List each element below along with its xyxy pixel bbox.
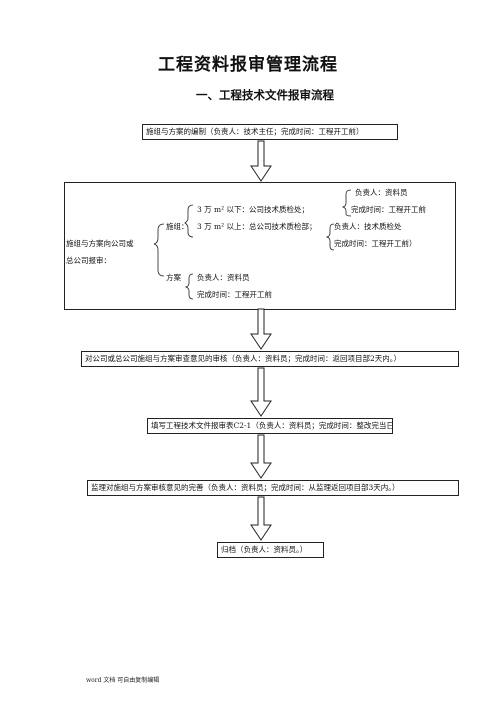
step-compile-text: 施组与方案的编制（负责人：技术主任；完成时间：工程开工前） — [146, 127, 364, 136]
step-supervision-text: 监理对施组与方案审核意见的完善（负责人：资料员；完成时间：从监理返回项目部3天内… — [91, 483, 400, 492]
under-brace — [341, 189, 352, 217]
fangan-brace — [184, 273, 194, 300]
root-brace — [153, 223, 165, 277]
down-arrow-1 — [250, 140, 272, 182]
fangan-label: 方案 — [166, 273, 181, 282]
over-brace — [325, 223, 335, 251]
step-form-text: 填写工程技术文件报审表C2-1（负责人：资料员；完成时间：整改完当日。） — [151, 421, 393, 430]
section-subtitle: 一、工程技术文件报审流程 — [196, 88, 334, 102]
shizu-brace — [184, 204, 194, 238]
fangan-person: 负责人：资料员 — [197, 273, 250, 282]
step-archive-box: 归档（负责人：资料员。） — [217, 542, 324, 558]
step-archive-text: 归档（负责人：资料员。） — [221, 545, 308, 554]
footer-note: word 文档 可自由复制编辑 — [86, 677, 160, 684]
under-person: 负责人：资料员 — [355, 188, 408, 197]
page-title: 工程资料报审管理流程 — [158, 55, 338, 75]
fangan-time: 完成时间：工程开工前 — [197, 290, 272, 299]
root-label-2: 总公司报审： — [66, 256, 111, 265]
under-time: 完成时间：工程开工前 — [351, 205, 426, 214]
shizu-label: 施组： — [166, 222, 189, 231]
under-30k-label: 3 万 m² 以下：公司技术质检处； — [197, 205, 310, 214]
over-time: 完成时间：工程开工前） — [334, 239, 417, 248]
step-compile-box: 施组与方案的编制（负责人：技术主任；完成时间：工程开工前） — [142, 124, 398, 140]
over-30k-label: 3 万 m² 以上：总公司技术质检部； — [197, 222, 317, 231]
down-arrow-2 — [250, 308, 272, 350]
step-review-text: 对公司或总公司施组与方案审查意见的审核（负责人：资料员；完成时间：返回项目部2天… — [85, 354, 402, 363]
over-person: 负责人：技术质检处 — [334, 222, 402, 231]
down-arrow-4 — [250, 434, 272, 479]
step-form-box: 填写工程技术文件报审表C2-1（负责人：资料员；完成时间：整改完当日。） — [147, 418, 393, 434]
step-review-box: 对公司或总公司施组与方案审查意见的审核（负责人：资料员；完成时间：返回项目部2天… — [81, 351, 459, 367]
down-arrow-5 — [250, 496, 272, 541]
root-label: 施组与方案向公司或 — [66, 239, 134, 248]
step-supervision-box: 监理对施组与方案审核意见的完善（负责人：资料员；完成时间：从监理返回项目部3天内… — [87, 480, 459, 496]
down-arrow-3 — [250, 367, 272, 417]
